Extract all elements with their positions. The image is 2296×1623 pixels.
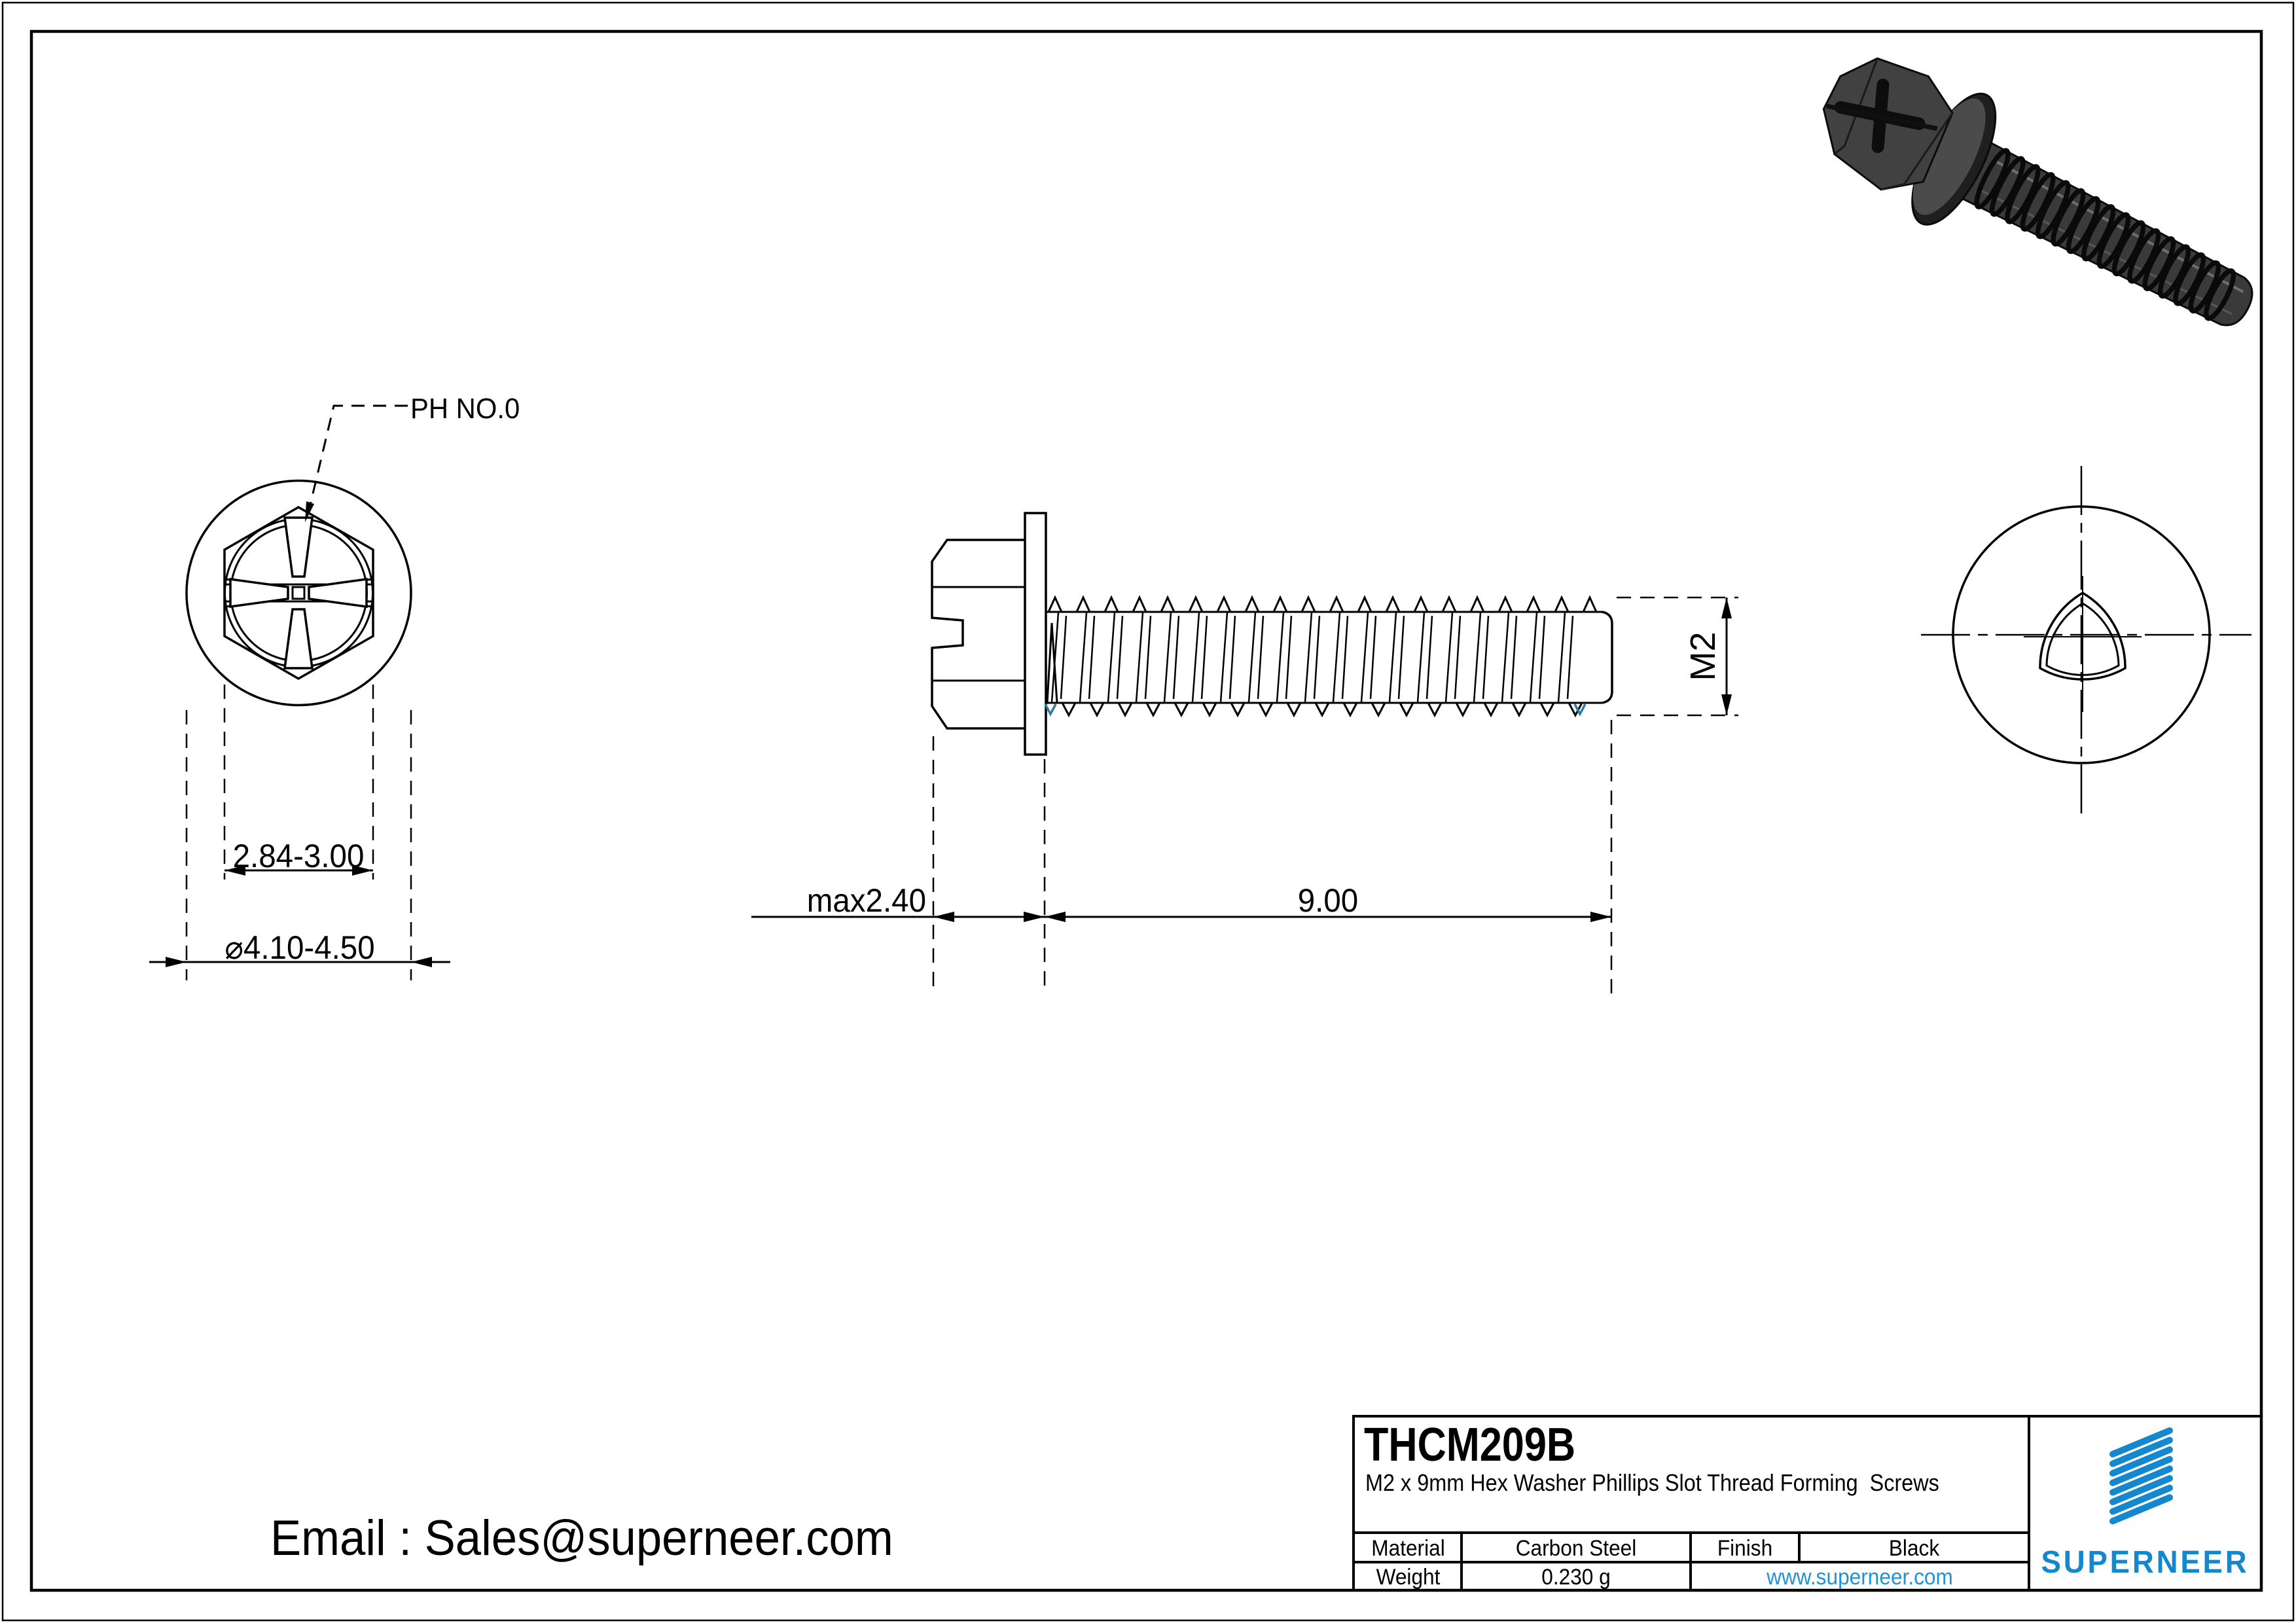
dim-head-height: max2.40: [806, 882, 926, 919]
title-block-grid: [1352, 1415, 2263, 1592]
dim-washer-diameter: ⌀4.10-4.50: [224, 929, 375, 966]
front-view-dimensions: [149, 685, 450, 980]
m2-dimension: [1617, 596, 1738, 717]
material-value: Carbon Steel: [1515, 1536, 1637, 1561]
finish-value: Black: [1888, 1536, 1940, 1561]
thread-profile: [1047, 595, 1598, 718]
brand-wordmark: SUPERNEER: [2041, 1545, 2250, 1580]
side-view-screw: [751, 512, 1738, 995]
dim-hex-across-flats: 2.84-3.00: [232, 838, 365, 874]
rear-view: [1921, 466, 2251, 818]
weight-label: Weight: [1376, 1565, 1441, 1590]
finish-label: Finish: [1717, 1536, 1773, 1561]
thread-ridges-3d: [1974, 148, 2236, 321]
hex-head-3d: [1822, 57, 1954, 191]
part-number: THCM209B: [1364, 1419, 1576, 1471]
material-label: Material: [1371, 1536, 1445, 1561]
contact-email[interactable]: Email : Sales@superneer.com: [270, 1510, 893, 1566]
hex-outline: [223, 505, 374, 681]
screw-3d-render: [1822, 57, 2253, 327]
thread-runout-marks: [1044, 704, 1587, 717]
washer-outline-circle: [185, 479, 412, 707]
superneer-logo-icon: [2109, 1427, 2173, 1525]
phillips-cross: [229, 516, 368, 669]
dim-thread-length: 9.00: [1297, 882, 1359, 919]
drive-type-label: PH NO.0: [410, 393, 520, 425]
side-washer-flange: [1024, 512, 1047, 756]
drive-leader-line: [305, 404, 408, 522]
screw-tip: [1602, 611, 1613, 704]
website-link[interactable]: www.superneer.com: [1767, 1565, 1953, 1590]
weight-value: 0.230 g: [1541, 1565, 1611, 1590]
slot-3d: [1826, 103, 1938, 131]
part-description: M2 x 9mm Hex Washer Phillips Slot Thread…: [1365, 1469, 1939, 1496]
dim-thread-size: M2: [1683, 632, 1723, 681]
length-dimensions: [751, 720, 1613, 995]
side-head-outline: [931, 539, 1025, 730]
front-view-head: [149, 404, 450, 980]
